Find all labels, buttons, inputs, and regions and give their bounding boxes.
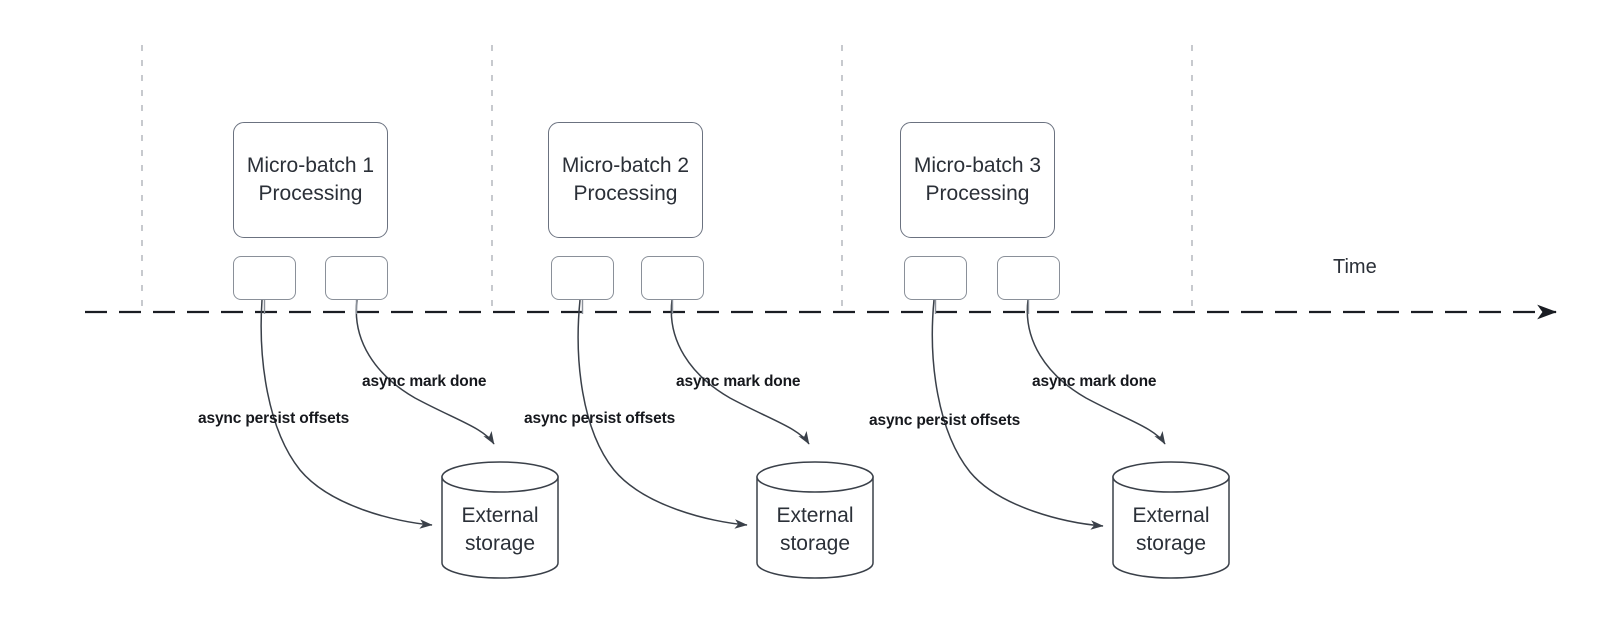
- external-storage-shapes: [263, 300, 1230, 579]
- cylinder-top-1: [441, 461, 559, 493]
- async-flow-curves: [260, 299, 1166, 530]
- cylinder-body-2: [756, 476, 874, 579]
- micro-batch-1-persist-offsets-label: async persist offsets: [198, 410, 350, 427]
- micro-batch-3-task-right[interactable]: [997, 256, 1060, 300]
- mark-done-curve-2: [670, 299, 810, 445]
- micro-batch-2-task-right[interactable]: [641, 256, 704, 300]
- micro-batch-3-task-left[interactable]: [904, 256, 967, 300]
- persist-curve-3: [931, 299, 1104, 530]
- mark-done-curve-1: [355, 299, 495, 445]
- micro-batch-1-task-left[interactable]: [233, 256, 296, 300]
- persist-curve-2: [577, 299, 748, 529]
- time-axis-label: Time: [1333, 256, 1377, 278]
- micro-batch-3-box[interactable]: Micro-batch 3 Processing: [900, 122, 1055, 238]
- mark-done-curve-3: [1026, 299, 1166, 445]
- micro-batch-1-box[interactable]: Micro-batch 1 Processing: [233, 122, 388, 238]
- micro-batch-2-persist-offsets-label: async persist offsets: [524, 410, 676, 427]
- external-storage-1[interactable]: [441, 461, 559, 579]
- cylinder-top-2: [756, 461, 874, 493]
- micro-batch-3-mark-done-label: async mark done: [1032, 373, 1157, 390]
- micro-batch-2-box[interactable]: Micro-batch 2 Processing: [548, 122, 703, 238]
- cylinder-top-3: [1112, 461, 1230, 493]
- micro-batch-1-mark-done-label: async mark done: [362, 373, 487, 390]
- micro-batch-2-mark-done-label: async mark done: [676, 373, 801, 390]
- cylinder-body-3: [1112, 476, 1230, 579]
- external-storage-2[interactable]: [756, 461, 874, 579]
- micro-batch-1-task-right[interactable]: [325, 256, 388, 300]
- external-storage-3[interactable]: [1112, 461, 1230, 579]
- cylinder-body-1: [441, 476, 559, 579]
- micro-batch-2-task-left[interactable]: [551, 256, 614, 300]
- micro-batch-3-persist-offsets-label: async persist offsets: [869, 412, 1021, 429]
- persist-curve-1: [260, 299, 433, 529]
